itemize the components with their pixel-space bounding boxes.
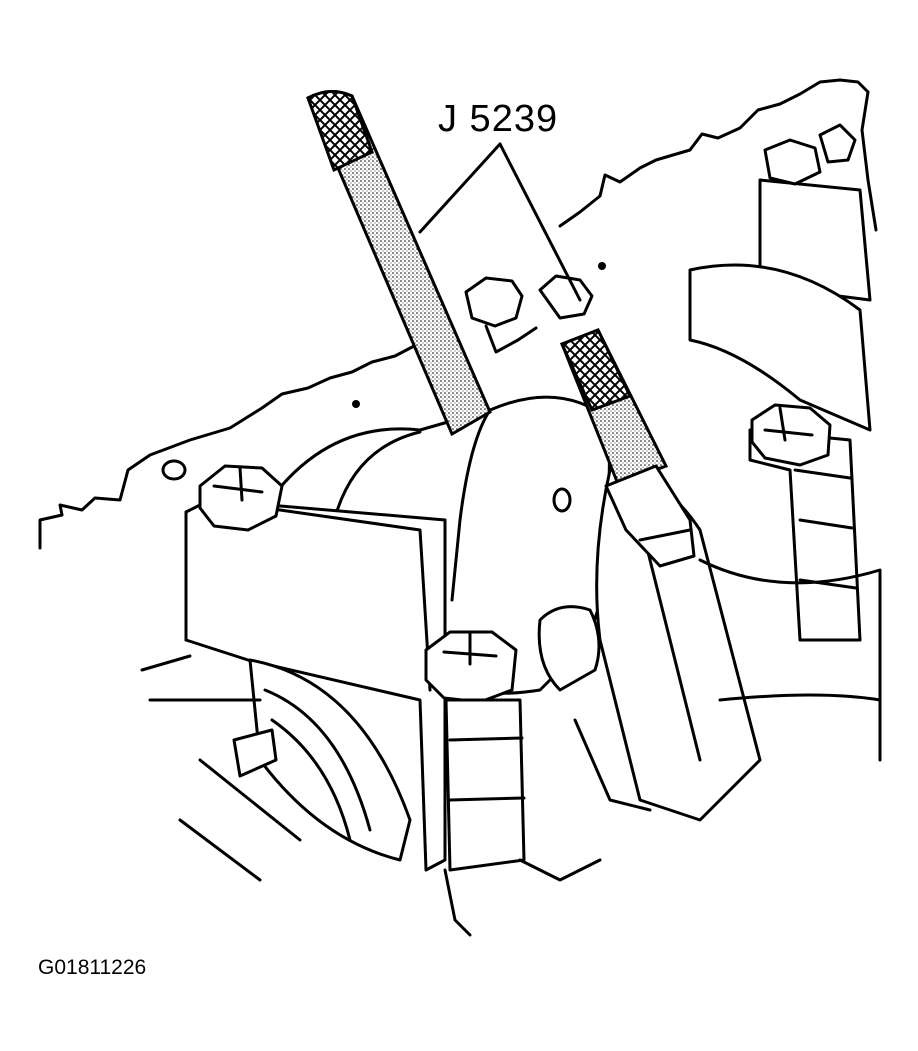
front-lower-bolt (424, 630, 526, 872)
figure-id: G01811226 (38, 956, 147, 979)
connecting-rod (573, 468, 882, 822)
crankshaft-nose (140, 654, 412, 882)
guide-tool-long-rod (306, 90, 492, 437)
tool-callout-label: J 5239 (438, 98, 559, 140)
upper-right-bearing-cap (758, 123, 872, 302)
front-bearing-cap (184, 464, 447, 872)
guide-tool-short-rod (559, 328, 696, 568)
lower-block-edges (443, 693, 882, 937)
callout-leader-lines (418, 142, 582, 302)
right-bearing-cap (688, 263, 872, 642)
engine-block-outline (38, 78, 878, 550)
center-bolts (464, 274, 594, 354)
